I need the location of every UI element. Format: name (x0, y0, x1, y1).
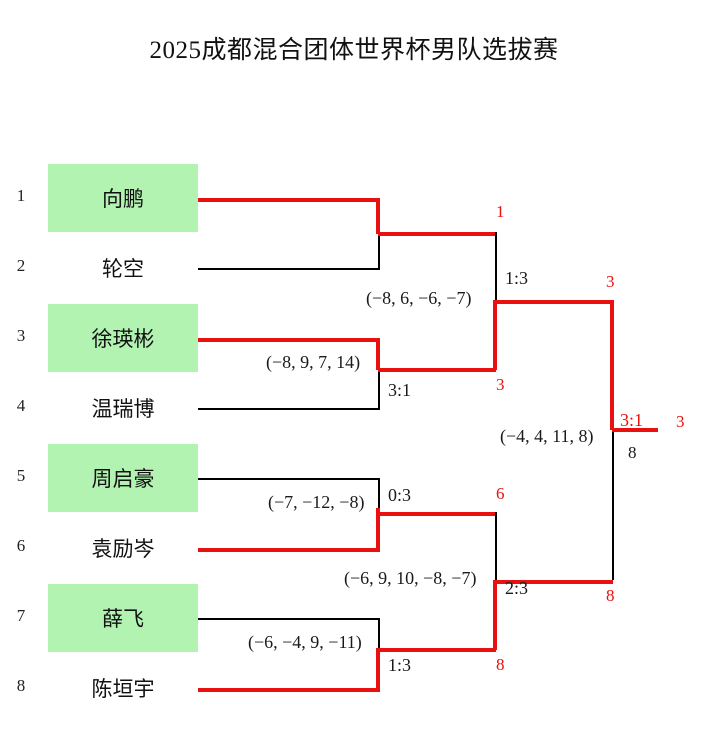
r1-line-seed2-loser (198, 268, 380, 270)
r2-connector-sf1-winner (493, 300, 497, 370)
player-slot-5[interactable]: 周启豪 (48, 444, 198, 512)
r2-sf2-bottom-tag: 8 (496, 655, 505, 674)
champion-tag: 3 (676, 412, 685, 431)
r2-sf1-winner-tag: 3 (606, 272, 615, 291)
seed-number-4: 4 (16, 396, 26, 415)
r2-feed-bottom-sf1 (378, 368, 496, 372)
r2-sf2-top-tag: 6 (496, 484, 505, 503)
r1-line-seed7-loser (198, 618, 380, 620)
r2-sf1-bottom-tag: 3 (496, 375, 505, 394)
r1-match-b-sets: (−8, 9, 7, 14) (266, 352, 361, 372)
r1-match-c-sets: (−7, −12, −8) (268, 492, 365, 512)
seed-number-8: 8 (16, 676, 26, 695)
r2-sf2-score: 2:3 (505, 578, 529, 598)
player-slot-3[interactable]: 徐瑛彬 (48, 304, 198, 372)
r2-feed-top-sf1 (378, 232, 496, 236)
player-slot-1[interactable]: 向鹏 (48, 164, 198, 232)
r2-connector-sf2-winner (493, 580, 497, 650)
r1-match-c-score: 0:3 (388, 485, 412, 505)
r1-line-seed5-loser (198, 478, 380, 480)
player-slot-7[interactable]: 薛飞 (48, 584, 198, 652)
player-slot-8[interactable]: 陈垣宇 (48, 654, 198, 722)
r2-sf1-sets: (−8, 6, −6, −7) (366, 288, 472, 308)
final-sets: (−4, 4, 11, 8) (500, 426, 594, 446)
seed-number-7: 7 (16, 606, 26, 625)
r2-feed-bottom-sf2 (378, 648, 496, 652)
r1-connector-match-a-winner (376, 198, 380, 234)
r1-line-seed1-winner (198, 198, 380, 202)
final-score: 3:1 (620, 410, 644, 430)
final-connector (612, 300, 614, 580)
player-name: 陈垣宇 (91, 677, 155, 701)
player-name: 徐瑛彬 (91, 327, 155, 351)
player-slot-4[interactable]: 温瑞博 (48, 374, 198, 442)
r1-match-d-score: 1:3 (388, 655, 412, 675)
seed-number-3: 3 (16, 326, 26, 345)
seed-number-6: 6 (16, 536, 26, 555)
r2-sf1-score: 1:3 (505, 268, 529, 288)
champion-output-line (612, 428, 658, 432)
player-slot-6[interactable]: 袁励岑 (48, 514, 198, 582)
final-feed-bottom (495, 580, 613, 584)
r1-line-seed3-winner (198, 338, 380, 342)
r2-sf1-top-tag: 1 (496, 202, 505, 221)
seed-number-2: 2 (16, 256, 26, 275)
r1-connector-match-c-winner (376, 508, 380, 550)
r1-line-seed6-winner (198, 548, 380, 552)
seed-number-1: 1 (16, 186, 26, 205)
seed-number-5: 5 (16, 466, 26, 485)
final-runnerup-seed: 8 (628, 443, 637, 462)
r1-connector-match-d-winner (376, 648, 380, 690)
player-slot-2[interactable]: 轮空 (48, 234, 198, 302)
player-name: 周启豪 (91, 467, 155, 491)
r1-match-d-sets: (−6, −4, 9, −11) (248, 632, 362, 652)
r2-feed-top-sf2 (378, 512, 496, 516)
player-name: 轮空 (102, 257, 144, 281)
r1-match-b-score: 3:1 (388, 380, 412, 400)
r2-sf2-winner-tag: 8 (606, 586, 615, 605)
r1-connector-match-b-winner (376, 338, 380, 370)
player-name: 薛飞 (102, 607, 144, 631)
r1-line-seed8-winner (198, 688, 380, 692)
player-name: 袁励岑 (91, 537, 155, 561)
r1-line-seed4-loser (198, 408, 380, 410)
r2-sf2-sets: (−6, 9, 10, −8, −7) (344, 568, 477, 588)
final-feed-top (495, 300, 613, 304)
r1-connector-match-b (378, 338, 380, 408)
player-name: 温瑞博 (91, 397, 155, 421)
final-connector-winner (610, 300, 614, 430)
page-title: 2025成都混合团体世界杯男队选拔赛 (149, 37, 559, 64)
player-name: 向鹏 (102, 187, 144, 211)
